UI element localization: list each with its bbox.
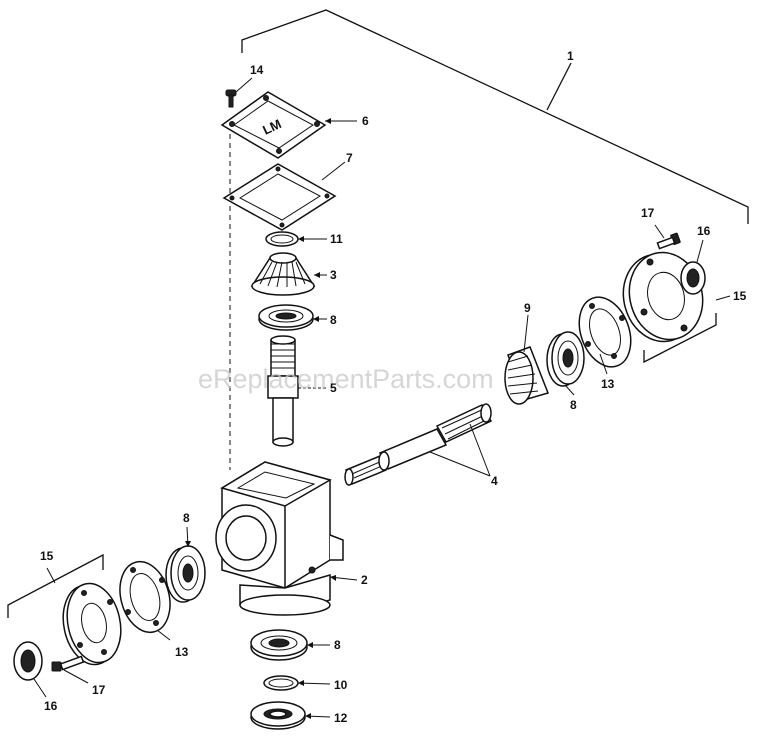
callout-15-right: 15 (733, 289, 747, 303)
gasket-part-7 (222, 161, 346, 231)
callout-8-top: 8 (330, 313, 337, 327)
watermark-text: eReplacementParts.com (198, 364, 494, 394)
bearing-cap-part-15-left (7, 553, 122, 666)
callout-4: 4 (491, 474, 498, 488)
bearing-part-8-top (258, 304, 327, 331)
callout-16-left: 16 (44, 699, 58, 713)
callout-13-left: 13 (175, 645, 189, 659)
callout-5: 5 (330, 381, 337, 395)
bearing-cap-part-15-right (622, 251, 731, 364)
callout-labels: 1 14 6 7 11 3 8 5 17 16 15 9 8 13 4 8 2 … (40, 49, 747, 725)
callout-1: 1 (567, 49, 574, 63)
callout-6: 6 (362, 114, 369, 128)
callout-9: 9 (524, 301, 531, 315)
horizontal-shaft-part-4 (344, 403, 493, 486)
callout-2: 2 (361, 573, 368, 587)
seal-part-12 (250, 701, 331, 730)
bearing-part-8-right (546, 331, 585, 396)
bevel-gear-part-9 (504, 314, 549, 405)
callout-8-right: 8 (570, 398, 577, 412)
snap-ring-part-10 (263, 675, 331, 691)
callout-11: 11 (330, 232, 343, 246)
seal-part-16-left (13, 641, 47, 698)
screw-part-14 (225, 77, 253, 108)
callout-12: 12 (334, 711, 348, 725)
callout-17-right: 17 (641, 206, 655, 220)
bolt-part-17-left (51, 655, 89, 684)
snap-ring-part-11 (265, 231, 327, 247)
bearing-part-8-bottom (250, 629, 330, 661)
gasket-part-13-left (119, 560, 171, 641)
callout-17-left: 17 (92, 683, 106, 697)
callout-10: 10 (334, 678, 348, 692)
svg-text:LM: LM (260, 116, 283, 138)
callout-13-right: 13 (601, 377, 615, 391)
pinion-shaft-part-5 (267, 335, 326, 447)
callout-14: 14 (250, 63, 264, 77)
seal-part-16-right (680, 239, 706, 295)
callout-3: 3 (330, 268, 337, 282)
assembly-bracket (241, 9, 749, 224)
callout-8-bottom: 8 (334, 638, 341, 652)
callout-7: 7 (346, 151, 353, 165)
bearing-part-8-left (165, 526, 206, 603)
bevel-gear-part-3 (250, 252, 327, 296)
gasket-part-13-right (578, 296, 632, 375)
bolt-part-17-right (654, 224, 681, 250)
cover-plate-part-6: LM (220, 91, 357, 159)
callout-8-left: 8 (183, 511, 190, 525)
callout-16-right: 16 (697, 224, 711, 238)
callout-15-left: 15 (40, 549, 54, 563)
gearbox-housing-part-2 (215, 461, 358, 616)
